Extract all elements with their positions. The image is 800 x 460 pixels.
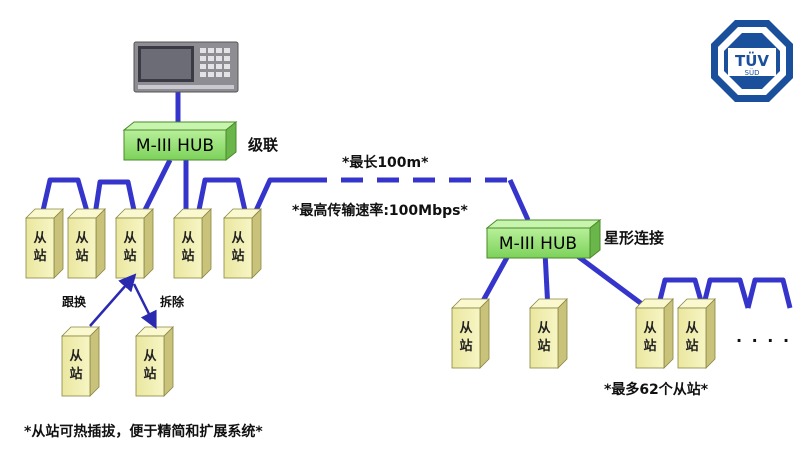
cnc-controller	[133, 41, 239, 93]
slave-label-top: 从	[231, 231, 244, 246]
slave-label-bottom: 站	[643, 338, 656, 354]
cables	[39, 90, 793, 313]
more-slaves-ellipsis: · · · ·	[736, 331, 792, 350]
slave-station: 从站	[61, 326, 100, 397]
cable-bumps-left	[39, 177, 138, 216]
slave-label-bottom: 站	[685, 338, 698, 354]
slave-label-bottom: 站	[69, 366, 82, 382]
slave-label-bottom: 站	[537, 338, 550, 354]
slave-station: 从站	[635, 298, 674, 369]
slave-station: 从站	[25, 208, 64, 279]
slave-station: 从站	[529, 298, 568, 369]
slave-label-top: 从	[643, 321, 656, 336]
slave-station: 从站	[135, 326, 174, 397]
max-slaves-label: *最多62个从站*	[604, 382, 709, 398]
hub-box-1: M-III HUB	[122, 120, 238, 162]
slave-label-top: 从	[123, 231, 136, 246]
tuv-sud-logo: TÜV SÜD	[711, 20, 793, 102]
slave-label-top: 从	[69, 349, 82, 364]
swap-label: 跟换	[62, 295, 87, 309]
slave-station: 从站	[451, 298, 490, 369]
slave-label-bottom: 站	[231, 248, 244, 264]
slave-label-top: 从	[685, 321, 698, 336]
max-length-label: *最长100m*	[342, 155, 429, 171]
slave-label-top: 从	[33, 231, 46, 246]
cable-bump-right	[195, 177, 249, 216]
slave-label-bottom: 站	[123, 248, 136, 264]
remove-label: 拆除	[160, 295, 185, 309]
swap-arrow	[89, 273, 137, 327]
hub-label-2: M-III HUB	[499, 234, 577, 254]
slave-label-bottom: 站	[181, 248, 194, 264]
logo-text-sub: SÜD	[745, 68, 760, 77]
slave-label-bottom: 站	[143, 366, 156, 382]
slave-label-top: 从	[459, 321, 472, 336]
swap-arrows	[89, 273, 157, 330]
slave-label-top: 从	[537, 321, 550, 336]
slave-label-bottom: 站	[33, 248, 46, 264]
slave-station: 从站	[173, 208, 212, 279]
slave-station: 从站	[115, 208, 154, 279]
cable-bumps-right	[655, 277, 793, 309]
cascade-label: 级联	[248, 136, 279, 154]
hub-box-2: M-III HUB	[485, 218, 602, 260]
remove-arrow	[132, 283, 157, 330]
cable-hub2-slave-c	[570, 249, 652, 313]
slave-label-bottom: 站	[75, 248, 88, 264]
slave-station: 从站	[223, 208, 262, 279]
max-speed-label: *最高传输速率:100Mbps*	[292, 203, 468, 219]
hub-label-1: M-III HUB	[136, 136, 214, 156]
slave-station: 从站	[67, 208, 106, 279]
slave-label-top: 从	[181, 231, 194, 246]
slave-station: 从站	[677, 298, 716, 369]
cable-long-solid-2	[507, 178, 531, 222]
slave-label-bottom: 站	[459, 338, 472, 354]
logo-text-main: TÜV	[735, 51, 769, 70]
hot-swap-footnote: *从站可热插拔，便于精简和扩展系统*	[24, 424, 263, 440]
star-label: 星形连接	[604, 229, 665, 247]
cable-long-solid-1	[251, 177, 305, 217]
slave-label-top: 从	[143, 349, 156, 364]
slave-label-top: 从	[75, 231, 88, 246]
